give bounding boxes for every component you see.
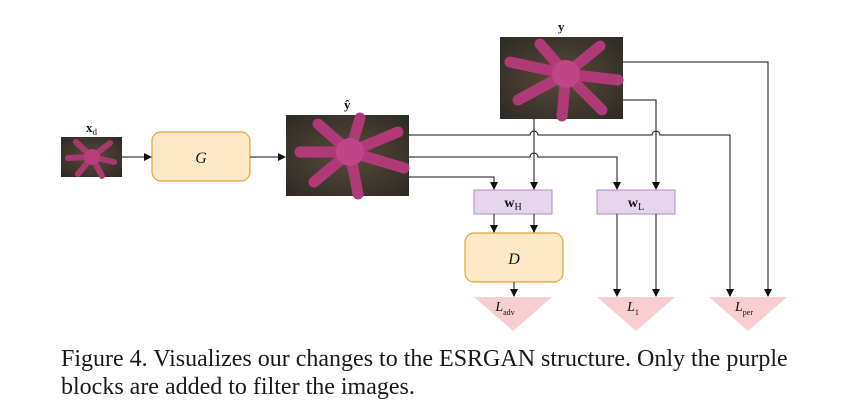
connectors <box>122 61 772 297</box>
filter-low-label: wL <box>628 196 644 213</box>
target-image-label: y <box>558 19 565 34</box>
output-image <box>286 112 410 200</box>
input-image-label: xd <box>86 120 98 137</box>
esrgan-diagram: xd G ŷ y wH <box>61 19 787 331</box>
discriminator-label: D <box>507 251 520 268</box>
figure-caption: Figure 4. Visualizes our changes to the … <box>61 346 788 400</box>
generator-label: G <box>195 150 207 167</box>
target-image <box>500 37 624 122</box>
loss-l1-label: L1 <box>626 300 639 317</box>
input-image <box>61 137 122 179</box>
loss-adv-label: Ladv <box>494 300 514 317</box>
filter-low-block <box>596 189 676 215</box>
filter-high-block <box>473 189 553 215</box>
filter-high-label: wH <box>504 196 521 213</box>
loss-l1-triangle <box>597 297 675 331</box>
loss-per-label: Lper <box>734 300 753 317</box>
loss-per-triangle <box>709 297 787 331</box>
output-image-label: ŷ <box>344 97 351 112</box>
loss-adv-triangle <box>474 297 552 331</box>
